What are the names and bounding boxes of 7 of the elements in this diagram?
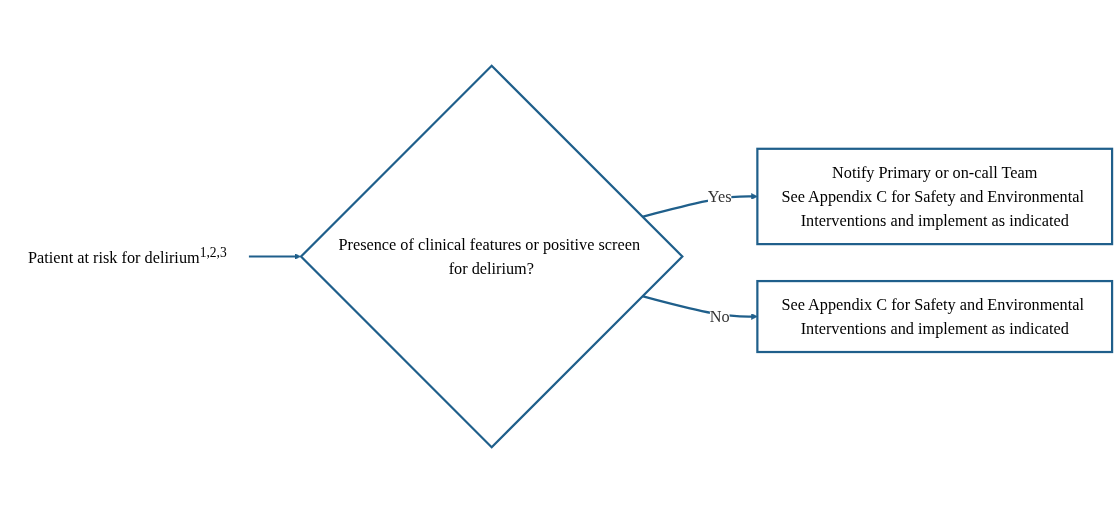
node-box: Notify Primary or on-call Team See Appendix C for Safety and Environmental Interventions and implement as indicated — [756, 147, 1114, 246]
arrow — [248, 253, 301, 260]
node-box: See Appendix C for Safety and Environmental Interventions and implement as indicated — [756, 279, 1114, 354]
edge-label: No — [709, 307, 730, 326]
edge-label: Yes — [707, 187, 732, 206]
node-diamond: Presence of clinical features or positive screen for delirium? — [299, 64, 684, 449]
node-text: Patient at risk for delirium$^{1,2,3}$ — [28, 245, 227, 267]
